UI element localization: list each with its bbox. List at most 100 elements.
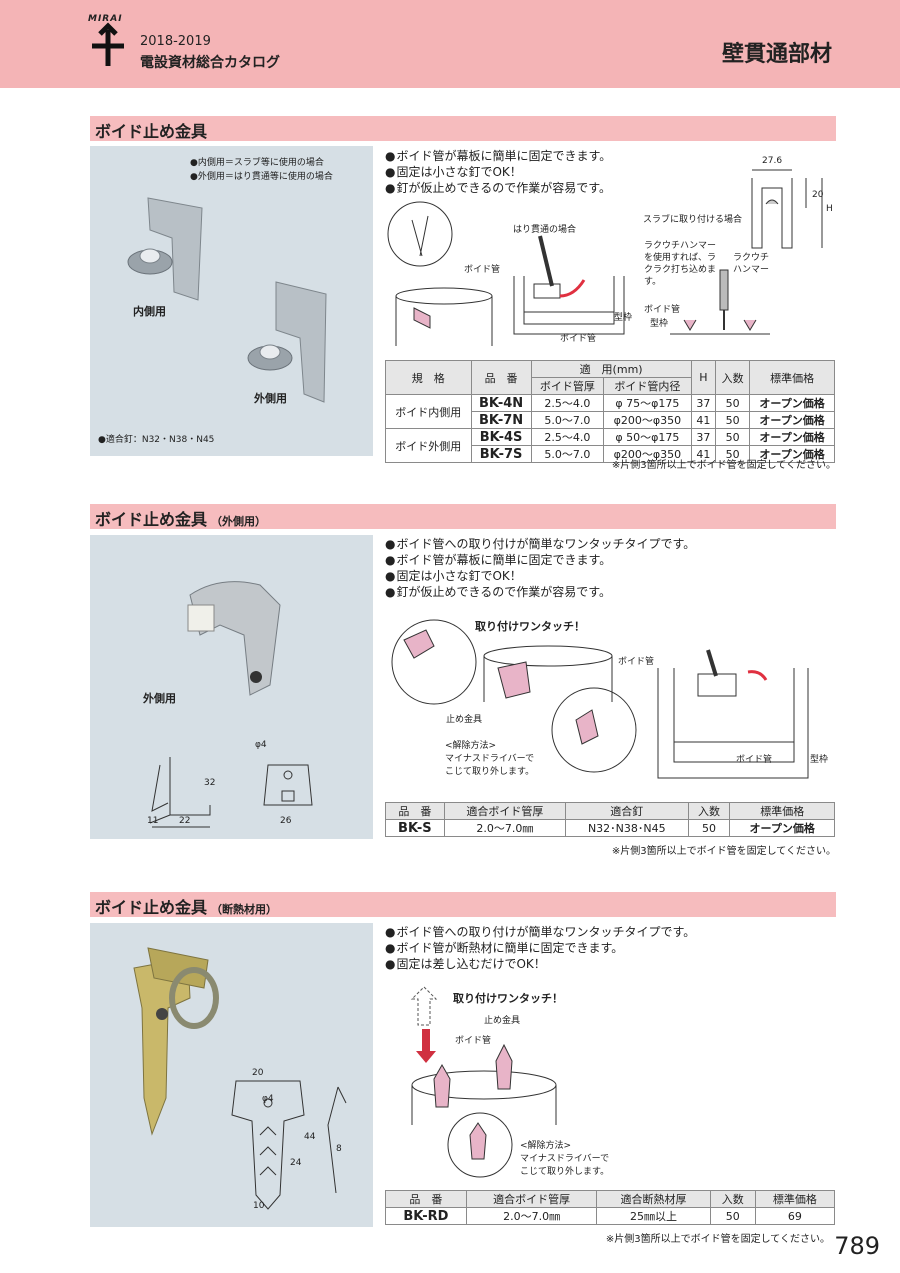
- feature-item: 釘が仮止めできるので作業が容易です。: [385, 584, 695, 600]
- cell-price: オープン価格: [749, 428, 835, 446]
- removal-title: <解除方法>: [445, 741, 497, 751]
- table-row: BK-RD 2.0～7.0㎜ 25㎜以上 50 69: [385, 1207, 836, 1225]
- table-row: BK-S 2.0～7.0㎜ N32･N38･N45 50 オープン価格: [385, 819, 835, 837]
- section3-dim-20: 20: [252, 1068, 264, 1078]
- section1-spec-table: 規 格 品 番 適 用(mm) H 入数 標準価格 ボイド管厚 ボイド管内径 ボ…: [385, 360, 835, 463]
- section3-remark: ※片側3箇所以上でボイド管を固定してください。: [605, 1234, 830, 1245]
- section3-dim-8: 8: [336, 1144, 342, 1154]
- section3-spec-table: 品 番 適合ボイド管厚 適合断熱材厚 入数 標準価格 BK-RD 2.0～7.0…: [385, 1190, 836, 1225]
- th-price: 標準価格: [729, 802, 835, 820]
- feature-item: ボイド管への取り付けが簡単なワンタッチタイプです。: [385, 924, 695, 940]
- section2-title: ボイド止め金具（外側用）: [95, 506, 266, 530]
- feature-item: ボイド管が断熱材に簡単に固定できます。: [385, 940, 695, 956]
- dimension-20: 20: [812, 190, 824, 200]
- diagram-form-label: 型枠: [614, 313, 633, 323]
- feature-item: 固定は差し込むだけでOK！: [385, 956, 695, 972]
- cell-price: 69: [754, 1207, 836, 1225]
- section3-install-diagram: [410, 986, 557, 1178]
- th-h: H: [690, 360, 717, 395]
- feature-item: 固定は小さな釘でOK！: [385, 164, 611, 180]
- cell-diameter: φ 50～φ175: [603, 428, 692, 446]
- th-qty: 入数: [709, 1190, 756, 1208]
- th-thickness: 適合ボイド管厚: [443, 802, 567, 820]
- section3-features: ボイド管への取り付けが簡単なワンタッチタイプです。 ボイド管が断熱材に簡単に固定…: [385, 924, 695, 972]
- th-spec: 規 格: [385, 360, 472, 395]
- section2-dim-32: 32: [204, 778, 216, 788]
- th-thickness: 適合ボイド管厚: [465, 1190, 598, 1208]
- section2-front-drawing: [263, 764, 313, 806]
- section2-features: ボイド管への取り付けが簡単なワンタッチタイプです。 ボイド管が幕板に簡単に固定で…: [385, 536, 695, 600]
- feature-item: ボイド管が幕板に簡単に固定できます。: [385, 552, 695, 568]
- cell-thickness: 5.0～7.0: [530, 445, 605, 463]
- th-applicable: 適 用(mm): [530, 360, 692, 378]
- dimension-h: H: [826, 204, 833, 214]
- cell-qty: 50: [715, 394, 751, 412]
- section3-dim-44: 44: [304, 1132, 316, 1142]
- feature-item: ボイド管が幕板に簡単に固定できます。: [385, 148, 611, 164]
- cell-code: BK-4N: [470, 394, 532, 412]
- cell-price: オープン価格: [729, 819, 835, 837]
- page-category: 壁貫通部材: [721, 42, 832, 67]
- section1-remark: ※片側3箇所以上でボイド管を固定してください。: [611, 460, 836, 471]
- section1-photo-notes: ●内側用＝スラブ等に使用の場合 ●外側用＝はり貫通等に使用の場合: [190, 156, 333, 184]
- section3-dim-phi: φ4: [262, 1094, 274, 1104]
- cell-qty: 50: [709, 1207, 756, 1225]
- section2-dim-26: 26: [280, 816, 292, 826]
- diagram-hammer-note: ラクウチハンマーを使用すれば、ラクラク打ち込めます。: [644, 241, 717, 287]
- section2-form-label: 型枠: [810, 755, 829, 765]
- section1-title: ボイド止め金具: [95, 122, 208, 141]
- section1-features: ボイド管が幕板に簡単に固定できます。 固定は小さな釘でOK！ 釘が仮止めできるの…: [385, 148, 611, 196]
- section2-bar: [90, 504, 836, 529]
- section3-onetouch-label: 取り付けワンタッチ！: [453, 992, 563, 1005]
- cell-thickness: 5.0～7.0: [530, 411, 605, 429]
- th-diameter: ボイド管内径: [603, 377, 692, 395]
- cell-spec: ボイド内側用: [385, 394, 472, 429]
- section2-void-pipe-label: ボイド管: [618, 657, 655, 667]
- cell-spec: ボイド外側用: [385, 428, 472, 463]
- section2-remark: ※片側3箇所以上でボイド管を固定してください。: [611, 846, 836, 857]
- section2-side-drawing: [149, 757, 211, 828]
- cell-diameter: φ 75～φ175: [603, 394, 692, 412]
- section2-title-text: ボイド止め金具: [95, 510, 208, 529]
- cell-qty: 50: [715, 445, 751, 463]
- dimension-width: 27.6: [762, 156, 783, 166]
- cell-thickness: 2.0～7.0㎜: [443, 819, 567, 837]
- cell-qty: 50: [687, 819, 731, 837]
- section1-install-diagram: [387, 201, 625, 346]
- section1-bar: [90, 116, 836, 141]
- mirai-logo-icon: [92, 22, 124, 66]
- th-qty: 入数: [715, 360, 751, 395]
- section3-dim-24: 24: [290, 1158, 302, 1168]
- cell-qty: 50: [715, 411, 751, 429]
- section3-front-drawing: [231, 1080, 305, 1210]
- th-qty: 入数: [687, 802, 731, 820]
- section2-install-diagram: [391, 619, 637, 773]
- cell-code: BK-RD: [385, 1207, 467, 1225]
- slab-diagram: [670, 269, 770, 335]
- diagram-void-pipe-label-3: ボイド管: [644, 305, 681, 315]
- feature-item: 釘が仮止めできるので作業が容易です。: [385, 180, 611, 196]
- outer-label: 外側用: [254, 392, 287, 405]
- cell-insulation: 25㎜以上: [596, 1207, 711, 1225]
- feature-item: 固定は小さな釘でOK！: [385, 568, 695, 584]
- th-code: 品 番: [385, 802, 445, 820]
- section3-fitting-label: 止め金具: [484, 1016, 521, 1026]
- inner-label: 内側用: [133, 305, 166, 318]
- section3-dim-10: 10: [253, 1201, 265, 1211]
- cell-code: BK-7N: [470, 411, 532, 429]
- cell-thickness: 2.0～7.0㎜: [465, 1207, 598, 1225]
- th-price: 標準価格: [754, 1190, 836, 1208]
- cell-code: BK-7S: [470, 445, 532, 463]
- section3-side-drawing: [327, 1086, 347, 1194]
- cell-code: BK-4S: [470, 428, 532, 446]
- cell-nail: N32･N38･N45: [565, 819, 689, 837]
- section2-dim-phi: φ4: [255, 740, 267, 750]
- feature-item: ボイド管への取り付けが簡単なワンタッチタイプです。: [385, 536, 695, 552]
- table-row: BK-7S 5.0～7.0 φ200～φ350 41 50 オープン価格: [386, 445, 835, 463]
- outer-onetouch-fitting-image: [187, 581, 281, 696]
- photo-note-inner: ●内側用＝スラブ等に使用の場合: [190, 158, 324, 168]
- cell-diameter: φ200～φ350: [603, 445, 692, 463]
- section2-removal: <解除方法> マイナスドライバーで こじて取り外します。: [445, 740, 534, 779]
- section3-removal: <解除方法> マイナスドライバーで こじて取り外します。: [520, 1140, 609, 1179]
- inner-fitting-image: [127, 197, 203, 301]
